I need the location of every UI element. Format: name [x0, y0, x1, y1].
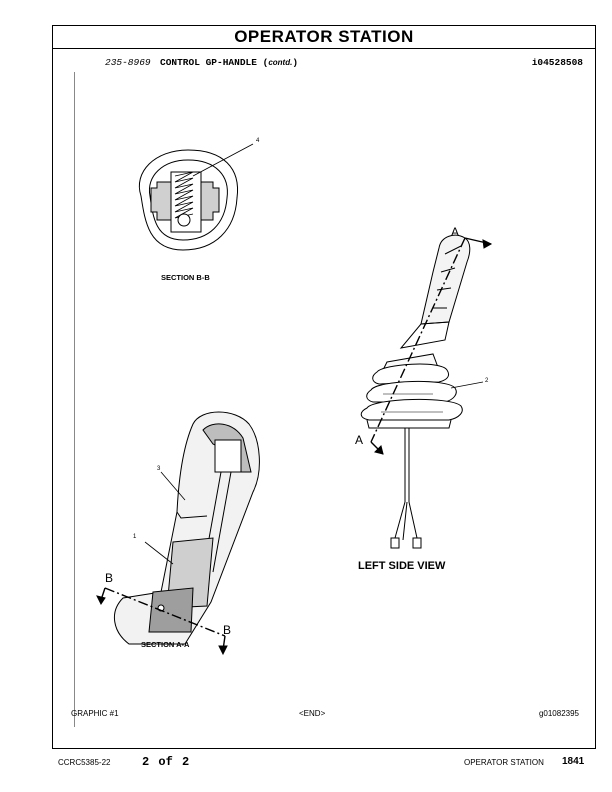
footer-page-number: 1841: [562, 756, 585, 767]
marker-b-bottom: B: [223, 623, 231, 637]
graphic-id: g01082395: [538, 709, 579, 718]
callout-1: 1: [133, 534, 137, 540]
callout-4: 4: [256, 138, 260, 144]
document-id: i04528508: [531, 57, 583, 68]
section-aa-drawing: [96, 411, 260, 656]
marker-a-bottom: A: [355, 433, 363, 447]
illustration: 4 A: [96, 138, 493, 656]
part-number: 235-8969: [105, 57, 151, 68]
part-name: CONTROL GP-HANDLE (contd.): [160, 57, 299, 68]
page-frame: OPERATOR STATION 235-8969 CONTROL GP-HAN…: [52, 25, 596, 749]
marker-b-top: B: [105, 571, 113, 585]
caption-section-aa: SECTION A-A: [141, 640, 190, 649]
footer-section: OPERATOR STATION: [464, 758, 544, 767]
left-side-view-drawing: [360, 234, 493, 549]
section-bb-drawing: [138, 143, 254, 251]
caption-section-bb: SECTION B-B: [161, 273, 210, 282]
footer-page-of: 2 of 2: [142, 755, 190, 769]
callout-2: 2: [485, 378, 489, 384]
page-title: OPERATOR STATION: [53, 26, 595, 49]
end-marker: <END>: [299, 709, 326, 718]
margin-rule: [74, 72, 75, 727]
caption-left-side-view: LEFT SIDE VIEW: [358, 560, 446, 572]
marker-a-top: A: [451, 225, 459, 239]
footer-doc-code: CCRC5385-22: [58, 758, 111, 767]
callout-3: 3: [157, 466, 161, 472]
graphic-label: GRAPHIC #1: [71, 709, 119, 718]
